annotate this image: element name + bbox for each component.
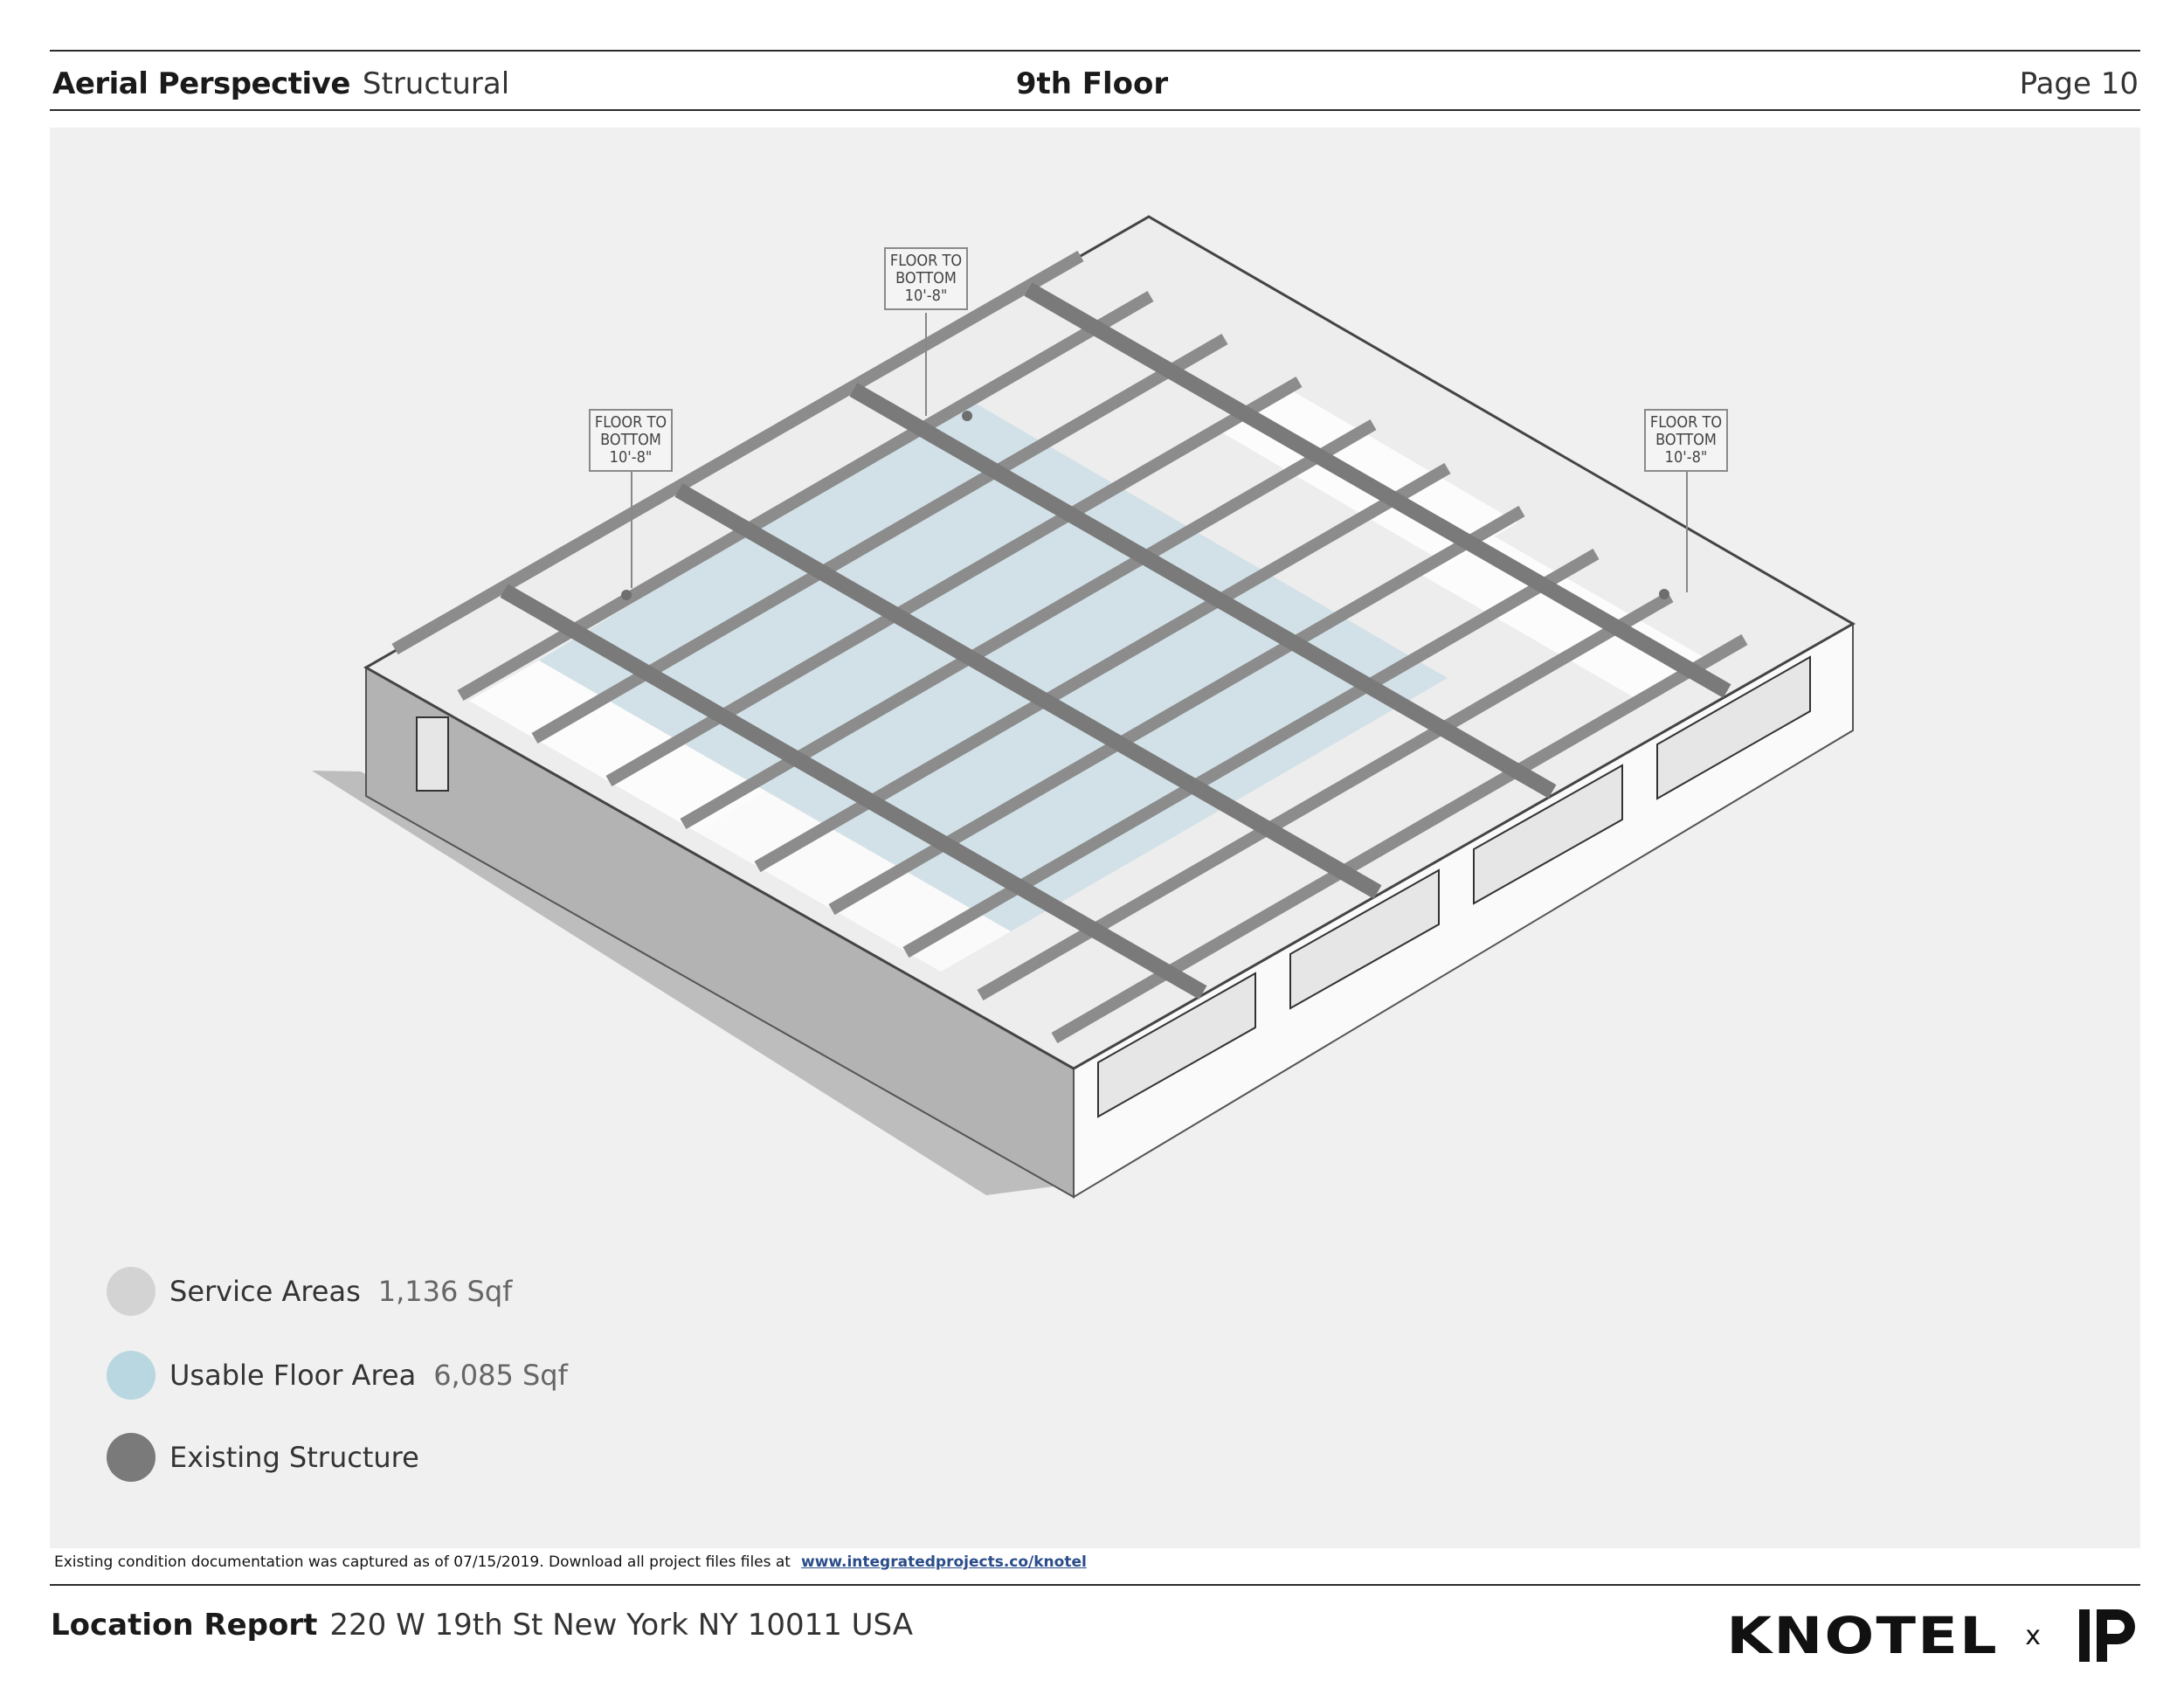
project-files-link[interactable]: www.integratedprojects.co/knotel bbox=[800, 1553, 1087, 1571]
report-label: Location Report bbox=[51, 1608, 318, 1643]
note-text: Existing condition documentation was cap… bbox=[54, 1553, 791, 1571]
isometric-floor-model bbox=[312, 215, 1856, 1199]
legend-value: 6,085 Sqf bbox=[433, 1359, 568, 1392]
legend-item-structure: Existing Structure bbox=[107, 1433, 419, 1482]
documentation-note: Existing condition documentation was cap… bbox=[54, 1553, 1087, 1571]
section-title: Aerial Perspective bbox=[52, 66, 350, 101]
header-top-rule bbox=[50, 50, 2140, 52]
legend-value: 1,136 Sqf bbox=[377, 1275, 513, 1308]
legend-label: Usable Floor Area bbox=[169, 1359, 417, 1392]
usable-swatch bbox=[107, 1351, 156, 1400]
structure-swatch bbox=[107, 1433, 156, 1482]
legend-label: Service Areas bbox=[169, 1275, 361, 1308]
windows-right-wall bbox=[1097, 655, 1811, 1118]
logo-separator: x bbox=[2025, 1620, 2041, 1651]
legend-item-usable: Usable Floor Area 6,085 Sqf bbox=[107, 1351, 568, 1400]
knotel-logo: KNOTEL bbox=[1726, 1606, 2000, 1665]
service-area-3 bbox=[469, 661, 766, 832]
address: 220 W 19th St New York NY 10011 USA bbox=[329, 1608, 914, 1643]
service-area-4 bbox=[696, 792, 1011, 972]
header-bottom-rule bbox=[50, 109, 2140, 111]
service-area-2 bbox=[1413, 529, 1710, 701]
brand-logos: KNOTEL x bbox=[1727, 1606, 2140, 1665]
service-swatch bbox=[107, 1267, 156, 1316]
location-report: Location Report 220 W 19th St New York NY… bbox=[51, 1604, 913, 1646]
legend-label: Existing Structure bbox=[169, 1441, 419, 1474]
callout-leader-right bbox=[1686, 470, 1688, 592]
windows-left-wall bbox=[416, 716, 449, 792]
section-subtitle: Structural bbox=[362, 66, 510, 101]
callout-leader-left bbox=[631, 470, 632, 588]
legend-item-service: Service Areas 1,136 Sqf bbox=[107, 1267, 512, 1316]
beams-b bbox=[500, 282, 1731, 1000]
header-title: Aerial Perspective Structural bbox=[52, 63, 509, 105]
callout-leader-center bbox=[925, 313, 927, 416]
ip-logo-icon bbox=[2079, 1609, 2135, 1662]
floor-title: 9th Floor bbox=[1015, 66, 1169, 101]
page-number: Page 10 bbox=[2019, 66, 2139, 101]
footer-rule bbox=[50, 1584, 2140, 1586]
columns bbox=[621, 411, 1669, 600]
